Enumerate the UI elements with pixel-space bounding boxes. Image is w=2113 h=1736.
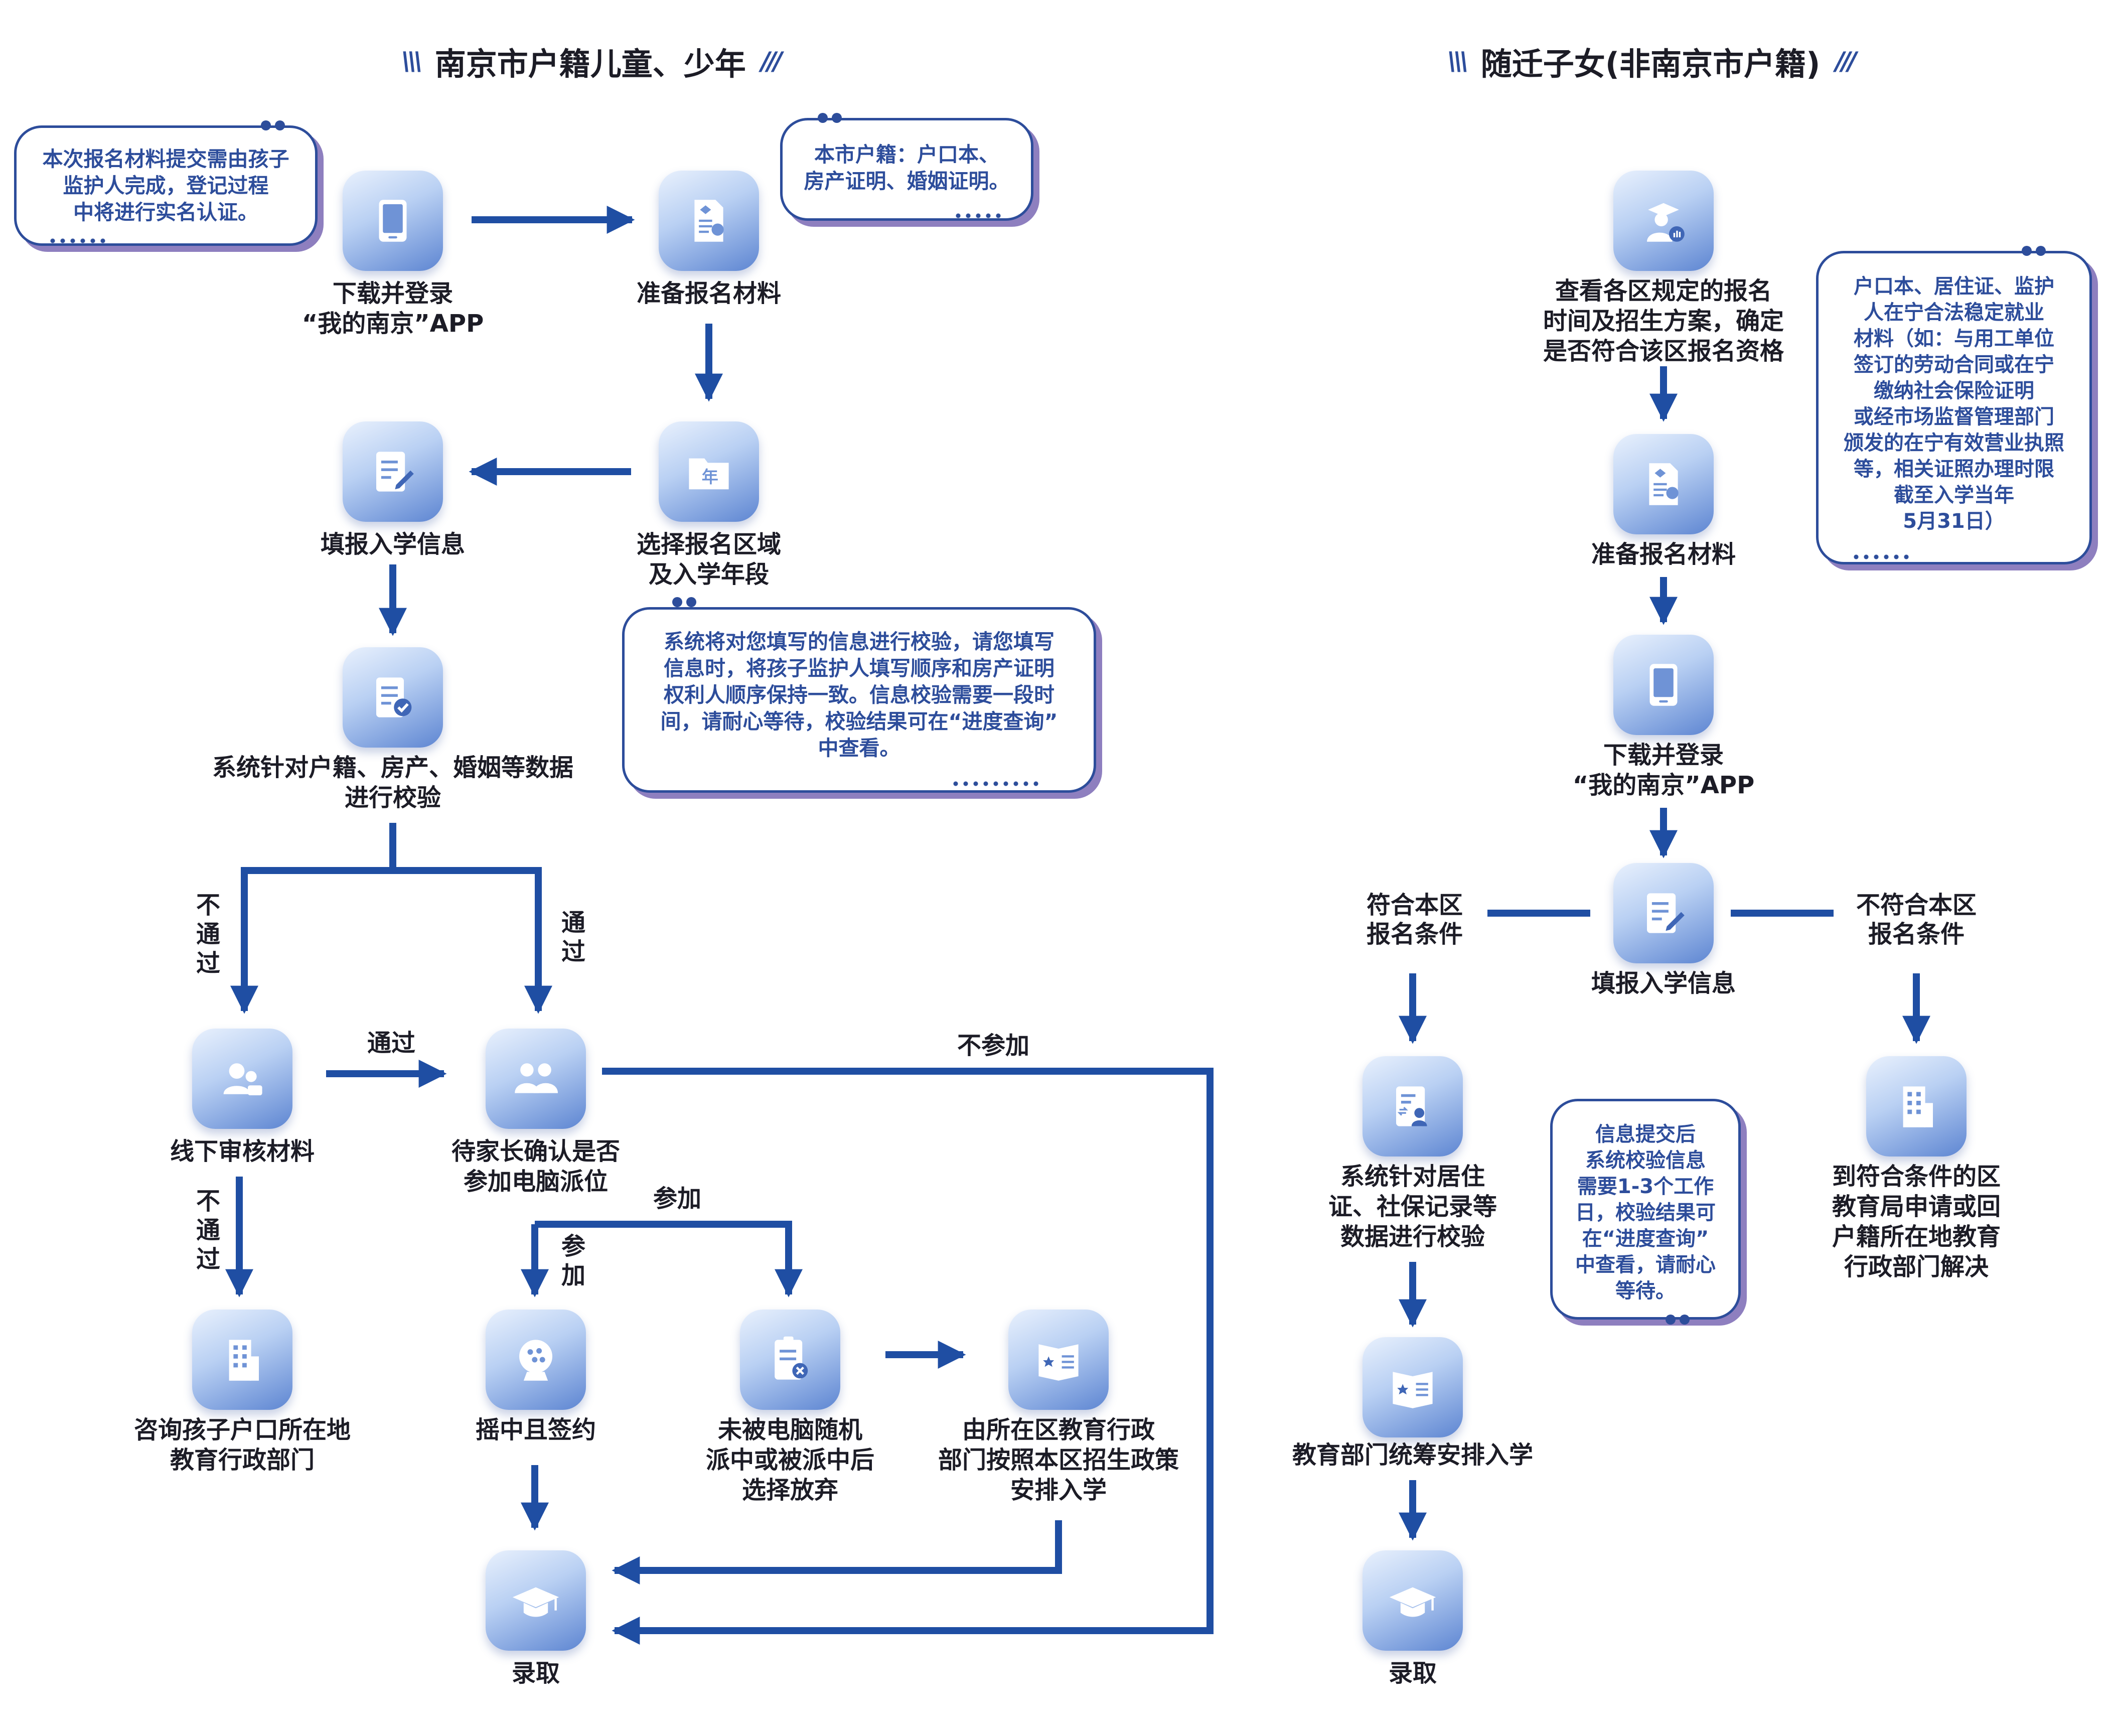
consult-dept-label: 咨询孩子户口所在地 教育行政部门 bbox=[133, 1416, 351, 1474]
fill-info-node bbox=[343, 421, 443, 522]
right-section-title: \\\ 随迁子女(非南京市户籍) /// bbox=[1447, 36, 1857, 86]
admitted-left-node bbox=[486, 1550, 586, 1651]
slash-decoration-icon: \\\ bbox=[401, 47, 423, 76]
document-award-icon bbox=[694, 200, 724, 242]
r-download-app-node bbox=[1613, 635, 1714, 735]
participate-edge-label-vertical: 参 加 bbox=[561, 1232, 585, 1289]
offline-review-node bbox=[192, 1029, 292, 1129]
tablet-icon bbox=[379, 200, 407, 242]
await-confirm-label: 待家长确认是否 参加电脑派位 bbox=[451, 1137, 620, 1196]
r-prepare-materials-node bbox=[1613, 434, 1714, 534]
lottery-sign-node bbox=[486, 1310, 586, 1410]
system-verify-node bbox=[343, 647, 443, 748]
lottery-ball-icon bbox=[519, 1340, 552, 1381]
quote-marks-icon bbox=[2022, 246, 2046, 256]
pass-edge-label-horizontal: 通过 bbox=[367, 1029, 415, 1057]
offline-review-label: 线下审核材料 bbox=[170, 1137, 315, 1166]
note-dots bbox=[1851, 552, 1911, 562]
book-star-icon bbox=[1393, 1372, 1433, 1408]
r-fill-info-label: 填报入学信息 bbox=[1591, 969, 1736, 997]
note-dots bbox=[48, 236, 108, 246]
checklist-icon bbox=[376, 677, 412, 717]
r-fill-info-node bbox=[1613, 863, 1714, 963]
building-icon bbox=[1903, 1086, 1933, 1127]
r-admitted-label: 录取 bbox=[1388, 1659, 1437, 1687]
cancel-document-icon bbox=[775, 1336, 808, 1380]
right-section-title-text: 随迁子女(非南京市户籍) bbox=[1480, 46, 1821, 82]
document-award-icon bbox=[1649, 463, 1679, 505]
consult-dept-node bbox=[192, 1310, 292, 1410]
prepare-materials-label: 准备报名材料 bbox=[636, 279, 781, 308]
r-admitted-node bbox=[1363, 1550, 1463, 1651]
r-arrange-node bbox=[1363, 1337, 1463, 1437]
graduation-cap-icon bbox=[1389, 1587, 1436, 1617]
district-arrange-node bbox=[1008, 1310, 1109, 1410]
fail-edge-label: 不 通 过 bbox=[196, 891, 220, 977]
r-download-app-label: 下载并登录 “我的南京”APP bbox=[1572, 741, 1755, 799]
edit-form-icon bbox=[376, 452, 414, 492]
parents-icon bbox=[515, 1063, 558, 1093]
left-section-title: \\\ 南京市户籍儿童、少年 /// bbox=[401, 36, 783, 86]
building-icon bbox=[229, 1340, 259, 1381]
not-selected-label: 未被电脑随机 派中或被派中后 选择放弃 bbox=[705, 1416, 874, 1504]
r-verify-label: 系统针对居住 证、社保记录等 数据进行校验 bbox=[1328, 1163, 1497, 1251]
migrant-docs-note: 户口本、居住证、监护 人在宁合法稳定就业 材料（如：与用工单位 签订的劳动合同或… bbox=[1816, 251, 2092, 564]
quote-marks-icon bbox=[818, 113, 842, 123]
fail-edge-label-2: 不 通 过 bbox=[196, 1187, 220, 1273]
meets-condition-label: 符合本区 报名条件 bbox=[1366, 891, 1463, 948]
admitted-left-label: 录取 bbox=[511, 1659, 560, 1687]
local-docs-note: 本市户籍：户口本、 房产证明、婚姻证明。 bbox=[780, 118, 1033, 221]
quote-marks-icon bbox=[1666, 1315, 1690, 1325]
system-verify-label: 系统针对户籍、房产、婚姻等数据 进行校验 bbox=[212, 754, 573, 812]
download-app-node bbox=[343, 171, 443, 271]
left-section-title-text: 南京市户籍儿童、少年 bbox=[434, 46, 746, 82]
download-app-label: 下载并登录 “我的南京”APP bbox=[301, 279, 484, 338]
participate-edge-label: 参加 bbox=[653, 1185, 701, 1213]
await-confirm-node bbox=[486, 1029, 586, 1129]
svg-text:年: 年 bbox=[702, 467, 718, 487]
quote-marks-icon bbox=[672, 597, 696, 607]
select-area-label: 选择报名区域 及入学年段 bbox=[636, 530, 781, 589]
tablet-icon bbox=[1649, 664, 1678, 706]
quote-marks-icon bbox=[261, 120, 285, 130]
verify-notice-note: 系统将对您填写的信息进行校验，请您填写 信息时，将孩子监护人填写顺序和房产证明 … bbox=[622, 607, 1096, 793]
r-apply-other-label: 到符合条件的区 教育局申请或回 户籍所在地教育 行政部门解决 bbox=[1832, 1163, 2001, 1281]
not-meets-condition-label: 不符合本区 报名条件 bbox=[1856, 891, 1977, 948]
fill-info-label: 填报入学信息 bbox=[320, 530, 465, 558]
real-name-note: 本次报名材料提交需由孩子 监护人完成，登记过程 中将进行实名认证。 bbox=[14, 125, 318, 246]
r-arrange-label: 教育部门统筹安排入学 bbox=[1292, 1441, 1533, 1469]
slash-decoration-icon: \\\ bbox=[1447, 47, 1469, 76]
prepare-materials-node bbox=[659, 171, 759, 271]
not-selected-node bbox=[740, 1310, 840, 1410]
student-chart-icon bbox=[1647, 203, 1685, 242]
lottery-sign-label: 摇中且签约 bbox=[475, 1416, 596, 1444]
r-apply-other-node bbox=[1866, 1056, 1967, 1156]
r-prepare-materials-label: 准备报名材料 bbox=[1591, 540, 1736, 568]
pass-edge-label: 通 过 bbox=[561, 909, 585, 966]
id-verify-icon bbox=[1396, 1086, 1427, 1126]
note-dots bbox=[953, 211, 1003, 221]
r-verify-node bbox=[1363, 1056, 1463, 1156]
users-icon bbox=[223, 1063, 262, 1095]
check-rules-node bbox=[1613, 171, 1714, 271]
edit-form-icon bbox=[1647, 893, 1685, 933]
note-dots bbox=[951, 779, 1041, 789]
slash-decoration-icon: /// bbox=[1835, 47, 1857, 76]
book-star-icon bbox=[1038, 1344, 1079, 1381]
select-area-node: 年 bbox=[659, 421, 759, 522]
not-participate-edge-label: 不参加 bbox=[957, 1032, 1029, 1060]
slash-decoration-icon: /// bbox=[761, 47, 783, 76]
folder-year-icon: 年 bbox=[689, 458, 729, 490]
check-rules-label: 查看各区规定的报名 时间及招生方案，确定 是否符合该区报名资格 bbox=[1543, 277, 1784, 365]
graduation-cap-icon bbox=[512, 1587, 559, 1617]
district-arrange-label: 由所在区教育行政 部门按照本区招生政策 安排入学 bbox=[938, 1416, 1179, 1504]
migrant-verify-note: 信息提交后 系统校验信息 需要1-3个工作 日，校验结果可 在“进度查询” 中查… bbox=[1550, 1099, 1741, 1320]
